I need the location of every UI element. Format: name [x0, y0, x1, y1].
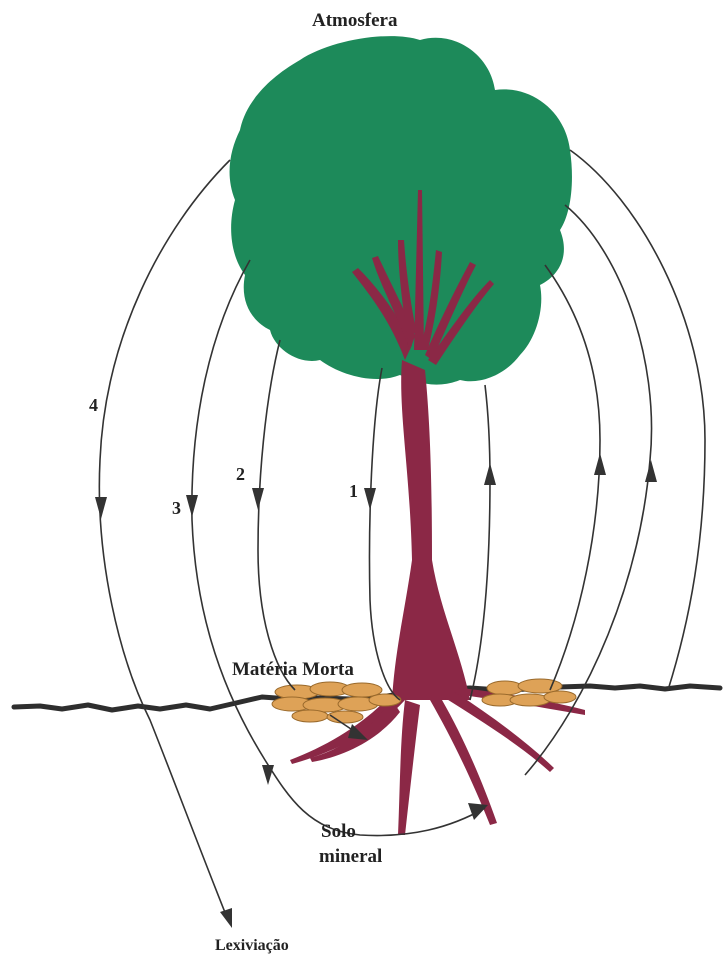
mineral-soil-label-line1: Solo — [321, 821, 356, 842]
pathway-2-up — [545, 265, 600, 690]
pathway-1-number: 1 — [349, 481, 358, 501]
atmosphere-label: Atmosfera — [312, 10, 398, 31]
pathway-1-up-arrowhead — [484, 463, 496, 485]
pathway-4-number: 4 — [89, 395, 98, 415]
leaching-arrowhead — [220, 908, 232, 928]
pathway-4-arrowhead — [95, 497, 107, 519]
pathway-1-up — [470, 385, 490, 700]
pathway-3-arrowhead — [186, 495, 198, 517]
pathway-3-soil-arrowhead — [262, 765, 274, 785]
pathway-2-down — [258, 340, 295, 690]
leaching-label: Lexiviação — [215, 937, 289, 954]
pathway-3-number: 3 — [172, 498, 181, 518]
pathway-1-arrowhead — [364, 488, 376, 510]
pathway-3-up-arrowhead — [645, 460, 657, 482]
mineral-soil-label-line2: mineral — [319, 846, 382, 867]
dead-matter-label: Matéria Morta — [232, 659, 354, 680]
pathway-2-arrowhead — [252, 488, 264, 510]
pathway-1-down — [370, 368, 401, 700]
pathway-2-up-arrowhead — [594, 453, 606, 475]
pathway-2-number: 2 — [236, 464, 245, 484]
pathway-4-down — [99, 160, 230, 920]
